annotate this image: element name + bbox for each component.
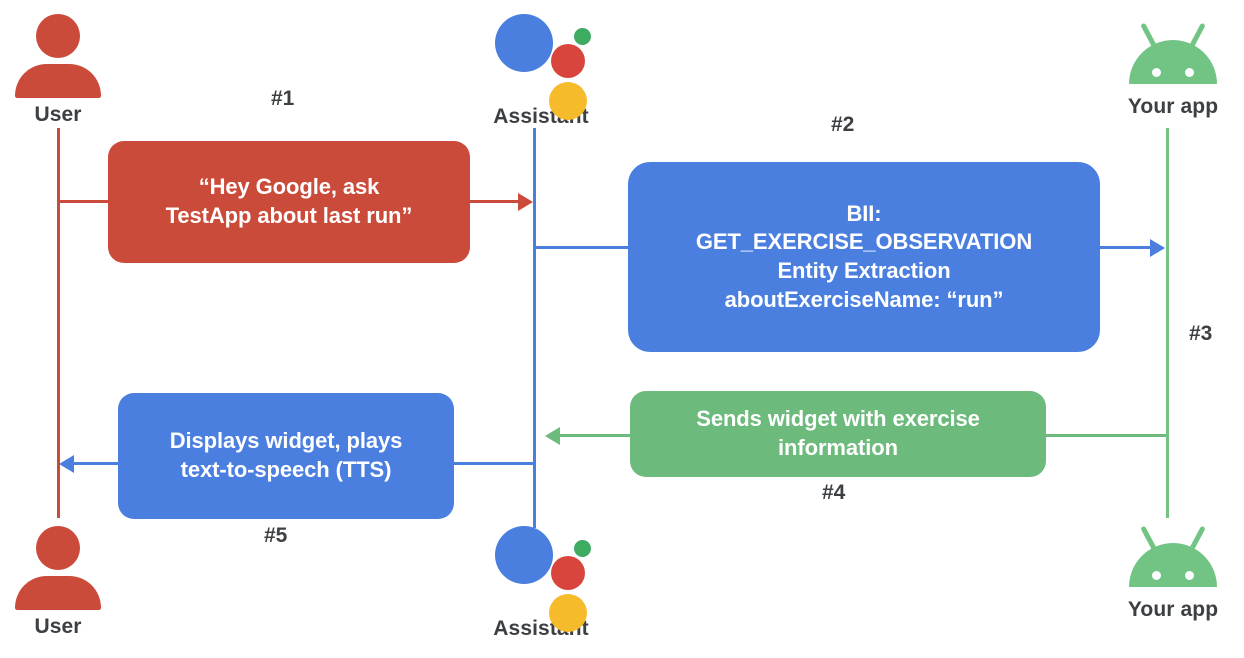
arrowhead-step4 [545,427,560,445]
actor-user-top: User [0,14,118,125]
google-assistant-icon [489,518,593,632]
message-step2-line-3: Entity Extraction [777,258,951,283]
lifeline-assistant [533,128,536,528]
lifeline-user-top [57,128,60,518]
message-step1-line-2: TestApp about last run” [165,203,413,228]
message-box-step4: Sends widget with exercise information [630,391,1046,477]
lifeline-your-app [1166,128,1169,518]
actor-assistant-top: Assistant [481,6,601,127]
message-box-step5: Displays widget, plays text-to-speech (T… [118,393,454,519]
connector-step5-right [452,462,534,465]
arrowhead-step2 [1150,239,1165,257]
step-number-2: #2 [831,113,855,136]
connector-step4-right [1046,434,1166,437]
connector-step1-right [468,200,520,203]
message-step2-line-1: BII: [846,200,882,226]
google-assistant-icon [489,6,593,120]
actor-your-app-bottom: Your app [1113,521,1233,620]
arrowhead-step1 [518,193,533,211]
android-icon [1121,18,1225,92]
actor-assistant-bottom: Assistant [481,518,601,639]
actor-user-bottom: User [0,526,118,637]
connector-step1-left [58,200,110,203]
actor-your-app-top: Your app [1113,18,1233,117]
connector-step2-left [534,246,630,249]
user-icon [15,14,101,98]
connector-step5-left [74,462,120,465]
message-step2-line-4: aboutExerciseName: “run” [724,286,1004,312]
message-step2-line-2: GET_EXERCISE_OBSERVATION [695,229,1033,255]
actor-label-your-app-top: Your app [1127,95,1219,118]
connector-step2-right [1100,246,1152,249]
user-icon [15,526,101,610]
message-step5-line-1: Displays widget, plays [169,428,403,454]
message-step1-line-1: “Hey Google, ask [198,174,380,200]
message-box-step1: “Hey Google, ask TestApp about last run” [108,141,470,263]
step-number-3: #3 [1189,322,1213,345]
arrowhead-step5 [59,455,74,473]
actor-label-user-bottom: User [34,615,82,638]
message-box-step2: BII: GET_EXERCISE_OBSERVATION Entity Ext… [628,162,1100,352]
message-step4-line-1: Sends widget with exercise [696,406,980,432]
step-number-1: #1 [271,87,295,110]
connector-step4-left [560,434,632,437]
actor-label-your-app-bottom: Your app [1127,598,1219,621]
step-number-4: #4 [822,481,846,504]
actor-label-user-top: User [34,103,82,126]
step-number-5: #5 [264,524,288,547]
android-icon [1121,521,1225,595]
message-step4-line-2: information [778,435,898,460]
message-step5-line-2: text-to-speech (TTS) [180,457,392,482]
